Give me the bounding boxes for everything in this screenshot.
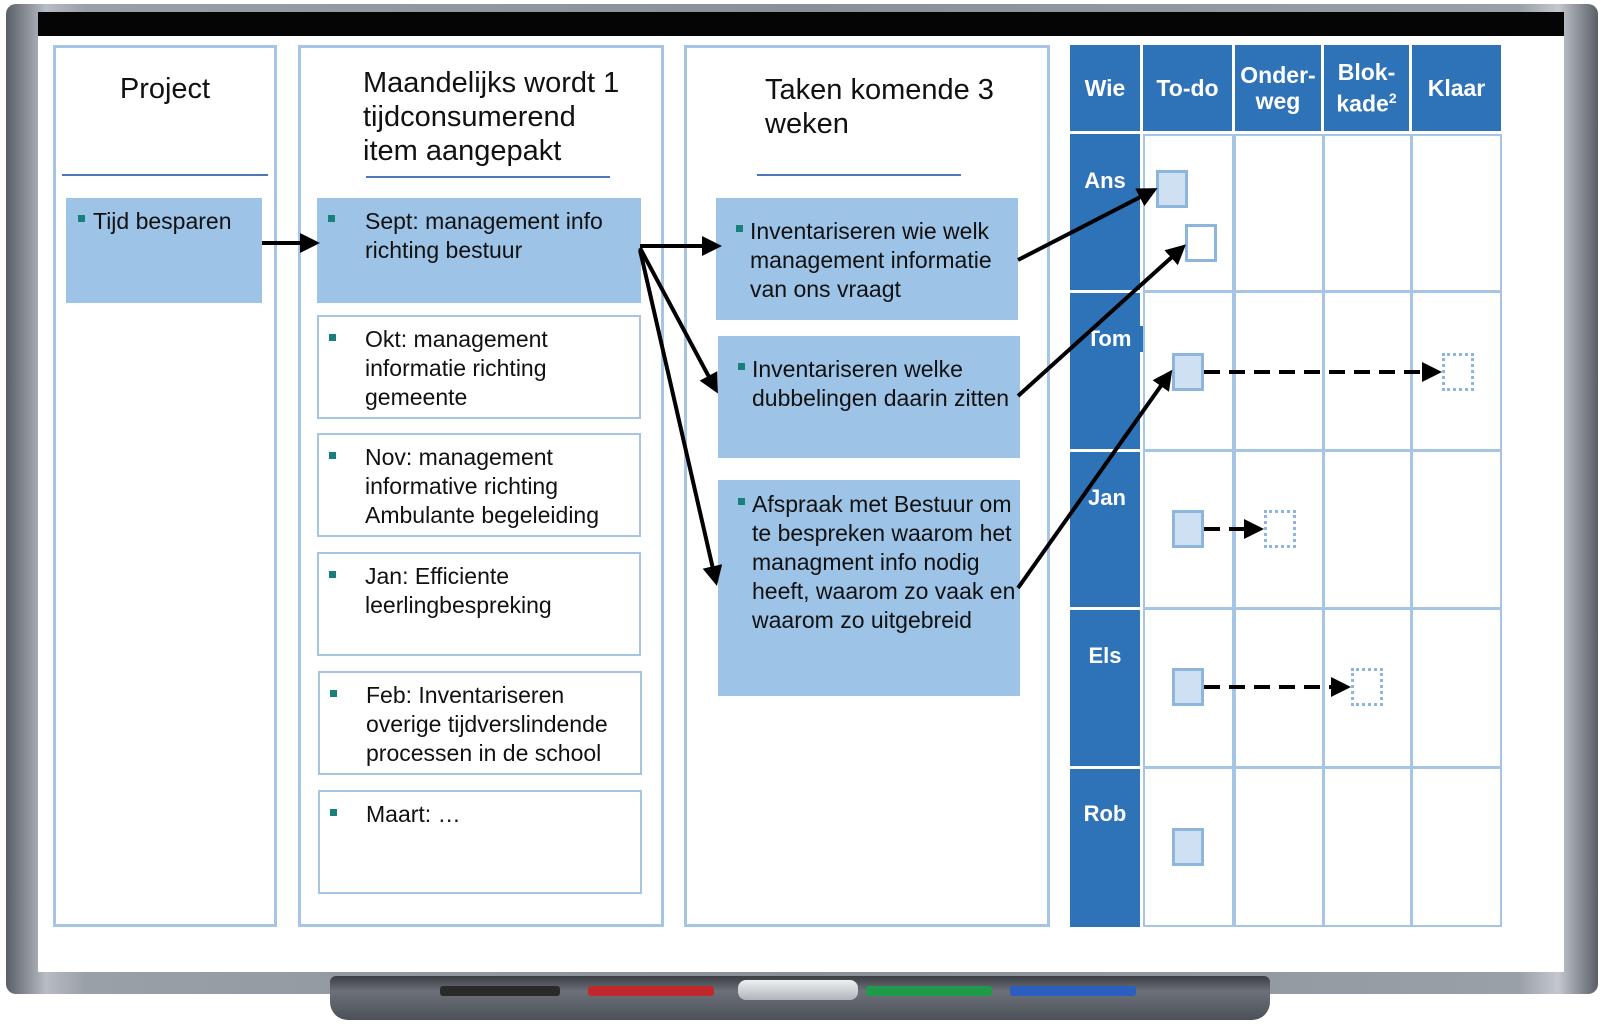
monthly-item-text: Okt: management informatie richting geme… (365, 326, 548, 410)
row-divider (1070, 607, 1140, 610)
pen-tray (330, 976, 1270, 1020)
monthly-item[interactable]: Feb: Inventariseren overige tijdverslind… (318, 671, 642, 775)
row-divider (1070, 290, 1140, 293)
task-card[interactable]: Inventariseren welke dubbelingen daarin … (718, 336, 1020, 458)
row-divider (1070, 449, 1140, 452)
bullet-icon (329, 452, 336, 459)
cell-ans-klaar (1411, 134, 1502, 292)
bullet-icon (736, 225, 743, 232)
person-tom: Tom (1074, 326, 1144, 352)
project-column-title: Project (119, 73, 211, 105)
header-onderweg-line2: weg (1255, 88, 1301, 114)
monthly-item[interactable]: Nov: management informative richting Amb… (317, 433, 641, 537)
tasks-title-rule (757, 174, 961, 176)
blue-pen-icon[interactable] (1010, 986, 1136, 996)
task-card-text: Inventariseren welke dubbelingen daarin … (752, 356, 1010, 411)
monthly-item[interactable]: Jan: Efficiente leerlingbespreking (317, 552, 641, 656)
sticky-note[interactable] (1172, 828, 1204, 866)
bullet-icon (78, 215, 85, 222)
header-blokkade: Blok- kade2 (1324, 45, 1409, 131)
bullet-icon (329, 334, 336, 341)
header-blokkade-word: kade (1336, 90, 1389, 117)
monthly-item[interactable]: Sept: management info richting bestuur (317, 198, 641, 303)
arrow-task1-to-ans (1017, 188, 1158, 262)
monthly-item-text: Nov: management informative richting Amb… (365, 444, 600, 528)
sticky-note[interactable] (1185, 224, 1217, 262)
header-blokkade-line2: kade2 (1336, 85, 1396, 117)
who-column (1070, 134, 1140, 927)
bullet-icon (738, 363, 745, 370)
cell-rob-klaar (1411, 767, 1502, 927)
bullet-icon (330, 809, 337, 816)
person-ans: Ans (1070, 168, 1140, 194)
header-onderweg-line1: Onder- (1240, 62, 1316, 88)
arrow-monthly-to-task2 (638, 247, 718, 394)
header-klaar: Klaar (1412, 45, 1501, 131)
task-card[interactable]: Afspraak met Bestuur om te bespreken waa… (718, 480, 1020, 696)
project-title-rule (62, 174, 268, 176)
person-rob: Rob (1070, 801, 1140, 827)
sticky-note[interactable] (1172, 353, 1204, 391)
sticky-note-target (1264, 510, 1296, 548)
tasks-column-title: Taken komende 3 weken (765, 74, 994, 140)
task-card-text: Afspraak met Bestuur om te bespreken waa… (752, 491, 1016, 633)
header-todo: To-do (1143, 45, 1232, 131)
task-card[interactable]: Inventariseren wie welk management infor… (716, 198, 1018, 320)
arrow-monthly-to-task3 (638, 249, 723, 586)
arrow-task3-to-tom (1016, 369, 1173, 590)
person-els: Els (1070, 643, 1140, 669)
monthly-item-text: Jan: Efficiente leerlingbespreking (365, 563, 552, 618)
monthly-item-text: Feb: Inventariseren overige tijdverslind… (366, 682, 608, 766)
project-column (53, 45, 277, 927)
header-onderweg: Onder- weg (1235, 45, 1321, 131)
whiteboard-top-bar (38, 12, 1564, 36)
bullet-icon (328, 215, 335, 222)
sticky-note[interactable] (1172, 510, 1204, 548)
header-blokkade-line1: Blok- (1337, 59, 1396, 86)
bullet-icon (329, 571, 336, 578)
cell-ans-blokkade (1323, 134, 1412, 292)
monthly-item-text: Sept: management info richting bestuur (365, 208, 603, 263)
monthly-item[interactable]: Maart: … (318, 790, 642, 894)
red-pen-icon[interactable] (588, 986, 714, 996)
project-card[interactable]: Tijd besparen (66, 198, 262, 303)
monthly-column-title: Maandelijks wordt 1 tijdconsumerend item… (363, 67, 620, 167)
task-card-text: Inventariseren wie welk management infor… (750, 218, 992, 302)
header-blokkade-footnote: 2 (1388, 90, 1397, 107)
monthly-item-text: Maart: … (366, 801, 461, 827)
cell-rob-blokkade (1323, 767, 1412, 927)
sticky-note[interactable] (1172, 668, 1204, 706)
sticky-note-target (1351, 668, 1383, 706)
cell-ans-todo (1143, 134, 1234, 292)
header-who: Wie (1070, 45, 1140, 131)
project-card-text: Tijd besparen (93, 208, 232, 234)
monthly-title-rule (366, 176, 610, 178)
bullet-icon (738, 498, 745, 505)
row-divider (1070, 766, 1140, 769)
bullet-icon (330, 690, 337, 697)
person-jan: Jan (1074, 485, 1140, 511)
arrow-task2-to-ans (1016, 244, 1186, 398)
eraser-icon[interactable] (738, 980, 858, 1000)
cell-rob-onderweg (1234, 767, 1324, 927)
black-pen-icon[interactable] (440, 986, 560, 996)
green-pen-icon[interactable] (866, 986, 992, 996)
cell-els-klaar (1411, 608, 1502, 768)
monthly-item[interactable]: Okt: management informatie richting geme… (317, 315, 641, 419)
sticky-note-target (1442, 353, 1474, 391)
